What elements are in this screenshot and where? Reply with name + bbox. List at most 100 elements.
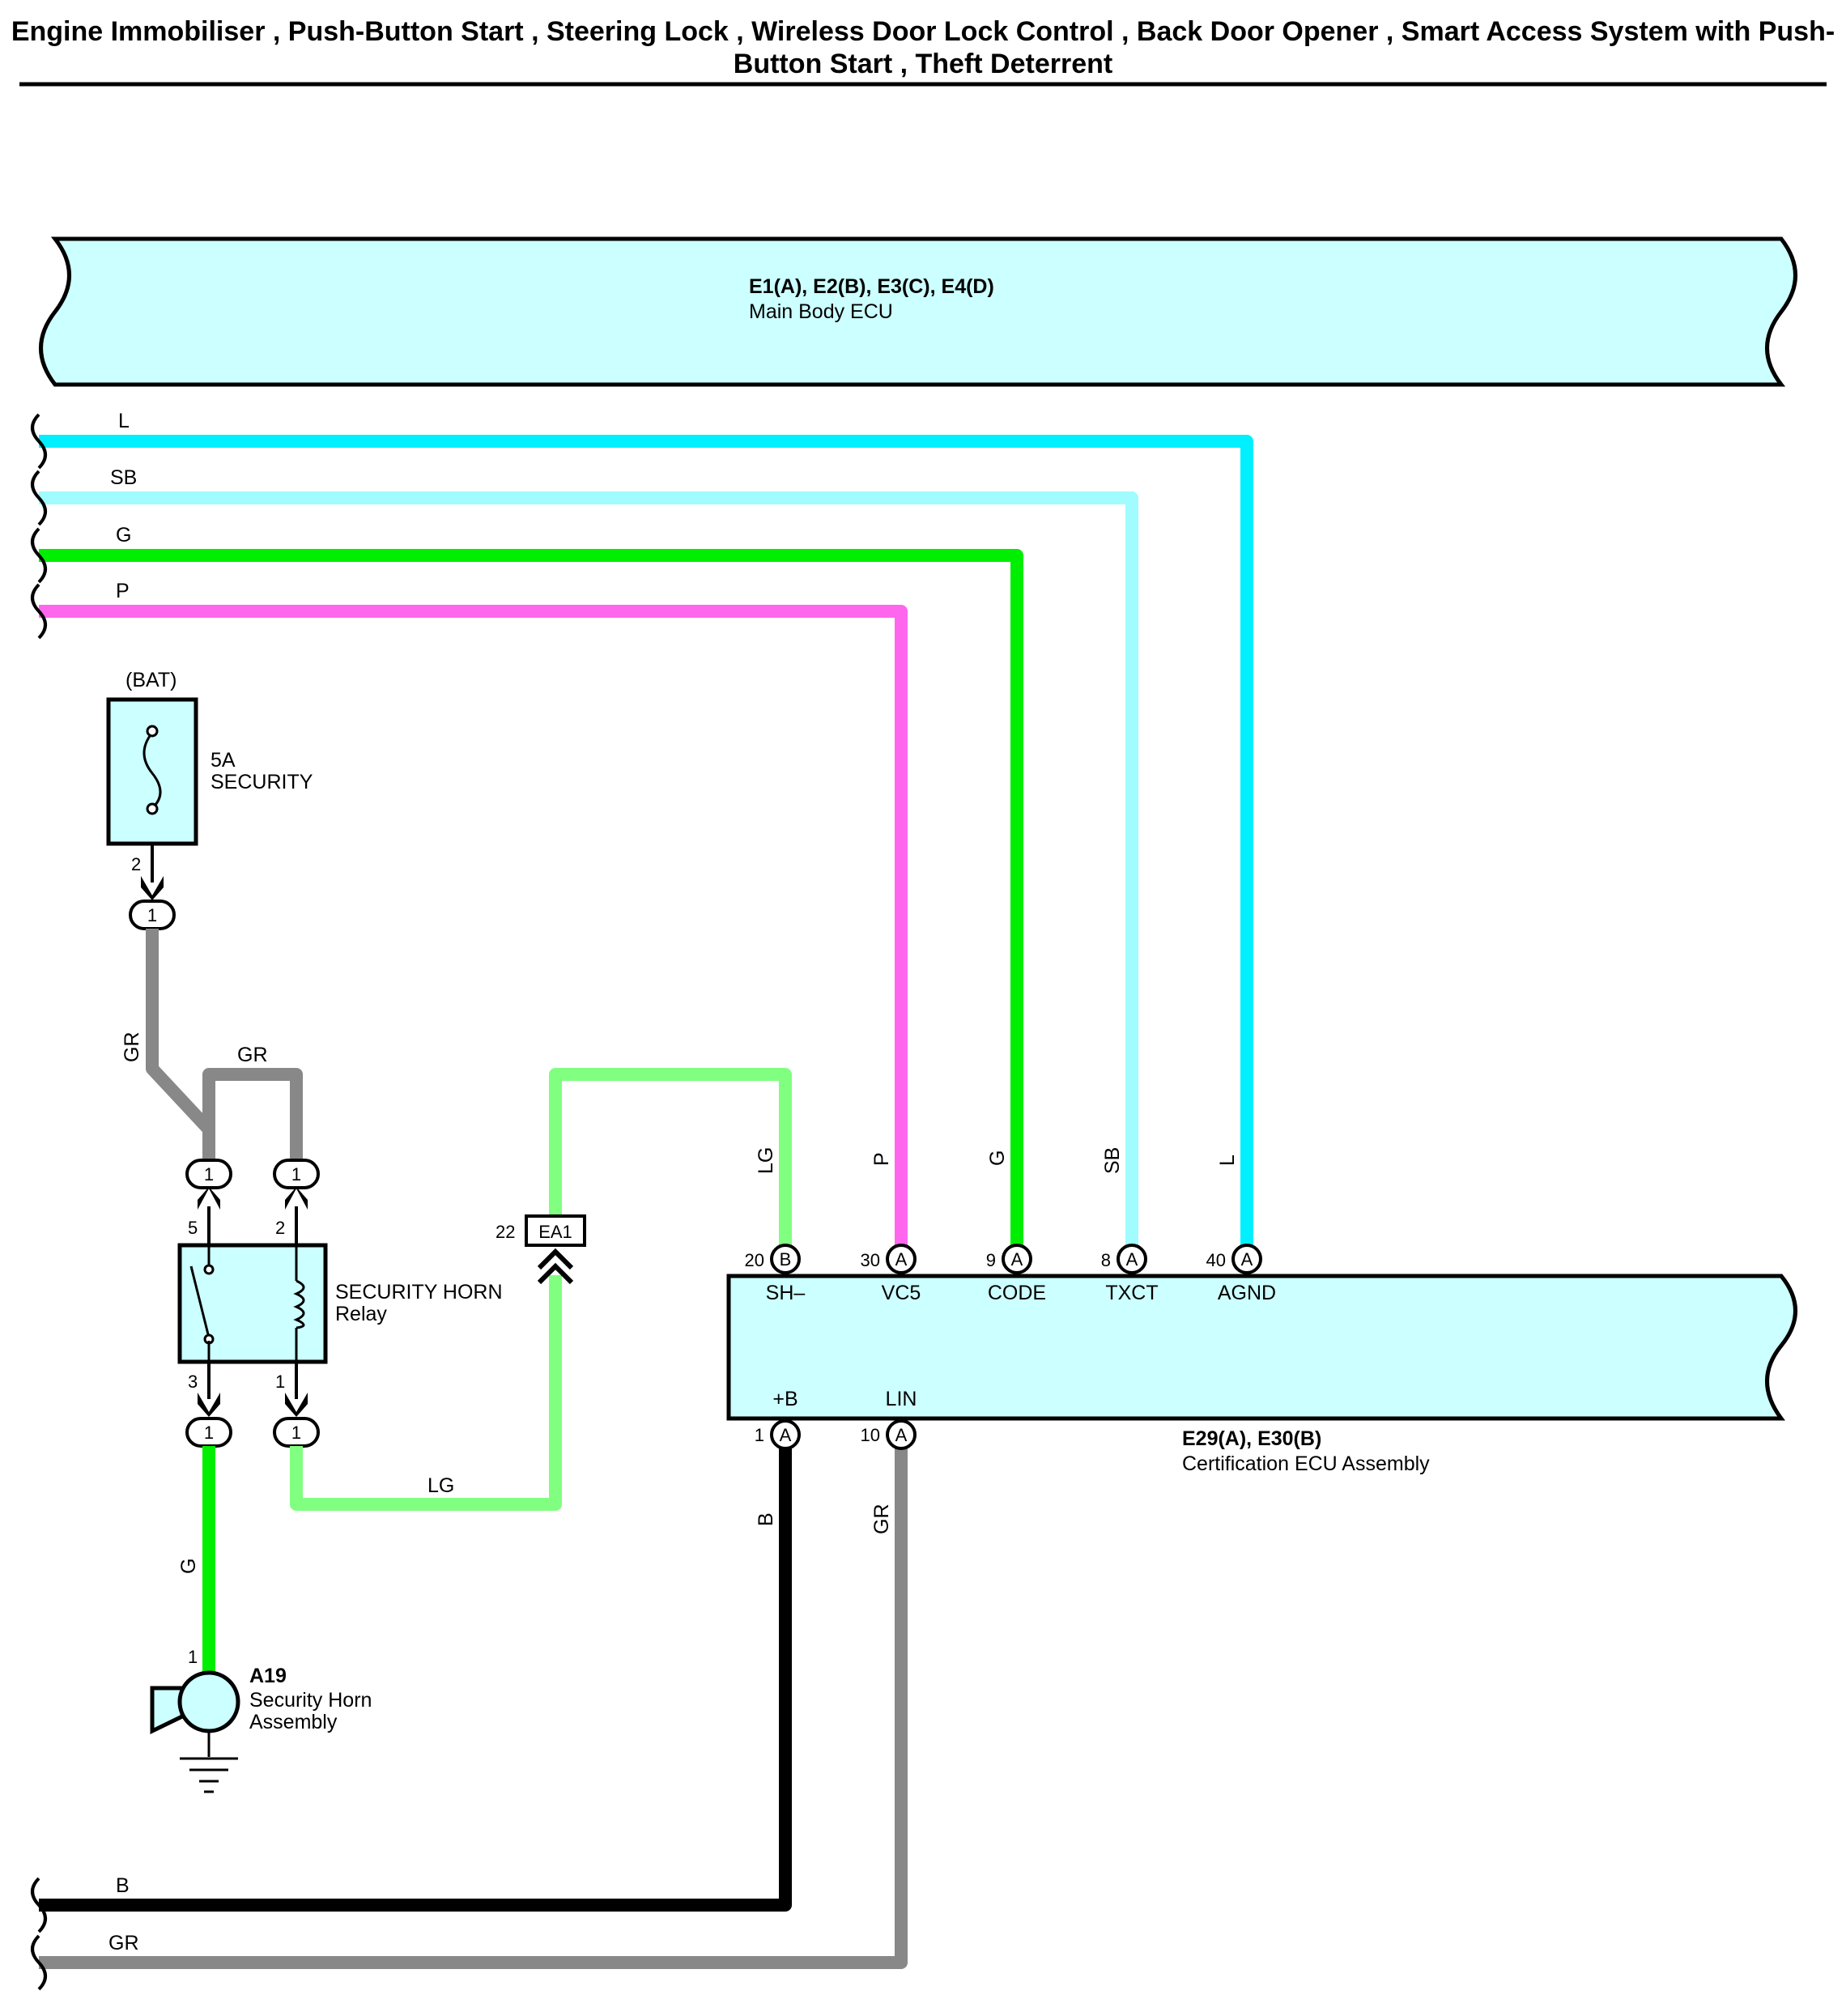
junction-ea1-box (525, 1214, 586, 1247)
horn-name-line1: Security Horn (249, 1689, 372, 1712)
relay-arrow-1 (285, 1393, 308, 1417)
horn-bell (150, 1686, 185, 1734)
cert-ecu-pin-40-conn: A (1241, 1249, 1253, 1270)
wire-b (39, 1435, 792, 1912)
relay-name-line2: Relay (335, 1303, 387, 1325)
cert-ecu-pin-30-conn: A (895, 1249, 908, 1270)
horn-name-line2: Assembly (249, 1711, 338, 1733)
cert-ecu-signal-code: CODE (988, 1282, 1046, 1304)
fuse-connector-pin: 1 (147, 905, 157, 925)
wire-l (39, 435, 1253, 1259)
cert-ecu-pin-20: B 20 SH– (745, 1244, 806, 1304)
break-mark-sb (31, 470, 47, 526)
diagram-title-line2: Button Start , Theft Deterrent (734, 49, 1112, 79)
cert-ecu-pin-40: A 40 AGND (1206, 1244, 1276, 1304)
relay-connector-3-pin: 1 (204, 1423, 214, 1443)
wire-label-g-horn: G (177, 1559, 200, 1574)
relay-connector-1-pin: 1 (291, 1423, 301, 1443)
cert-ecu-connectors: E29(A), E30(B) (1182, 1427, 1321, 1450)
cert-ecu-pin-9-num: 9 (986, 1250, 996, 1270)
wire-label-gr: GR (108, 1932, 139, 1954)
horn-pin: 1 (188, 1647, 198, 1667)
wire-label-p: P (116, 580, 130, 602)
cert-ecu-pin-8-conn: A (1126, 1249, 1138, 1270)
relay-arrow-3 (198, 1393, 220, 1417)
wire-label-gr-vertical: GR (870, 1504, 893, 1535)
fuse-connector-arrow (141, 876, 164, 900)
junction-ea1-pin: 22 (496, 1222, 515, 1242)
cert-ecu-signal-lin: LIN (886, 1388, 917, 1410)
cert-ecu-signal-vc5: VC5 (882, 1282, 921, 1304)
cert-ecu-pin-10: LIN A 10 (861, 1388, 917, 1450)
cert-ecu-signal-sh: SH– (766, 1282, 806, 1304)
wire-label-sb: SB (110, 466, 137, 489)
relay-pin-5: 5 (188, 1218, 198, 1238)
fuse-rating: 5A (211, 749, 236, 772)
cert-ecu-pin-40-num: 40 (1206, 1250, 1226, 1270)
wire-label-sb-vertical: SB (1101, 1147, 1124, 1174)
cert-ecu-signal-agnd: AGND (1218, 1282, 1276, 1304)
relay-connector-5-pin: 1 (204, 1164, 214, 1185)
cert-ecu-box (726, 1274, 1797, 1421)
wire-label-p-vertical: P (870, 1152, 893, 1166)
relay-connector-2-pin: 1 (291, 1164, 301, 1185)
break-mark-g (31, 527, 47, 584)
cert-ecu-signal-txct: TXCT (1105, 1282, 1158, 1304)
relay-arrow-2 (285, 1187, 308, 1210)
cert-ecu-pin-1-num: 1 (755, 1425, 764, 1445)
relay-pin-2: 2 (275, 1218, 285, 1238)
main-body-ecu-name: Main Body ECU (749, 300, 893, 323)
relay-arrow-5 (198, 1187, 220, 1210)
cert-ecu-pin-20-num: 20 (745, 1250, 764, 1270)
cert-ecu-signal-b-plus: +B (772, 1388, 798, 1410)
wire-gr-fuse-relay (146, 929, 215, 1160)
wire-label-lg-ecu: LG (755, 1147, 777, 1174)
wire-label-lg-relay: LG (427, 1474, 454, 1497)
fuse-terminal-top (146, 725, 159, 738)
wire-label-b: B (116, 1874, 130, 1897)
break-mark-p (31, 583, 47, 640)
cert-ecu-pin-8: A 8 TXCT (1101, 1244, 1159, 1304)
junction-ea1-chevron (537, 1248, 574, 1285)
cert-ecu-pin-9: A 9 CODE (986, 1244, 1046, 1304)
break-mark-b (31, 1877, 47, 1933)
wire-p (39, 605, 908, 1259)
cert-ecu-pin-10-conn: A (895, 1425, 908, 1445)
cert-ecu-pin-1-conn: A (780, 1425, 792, 1445)
wire-label-b-vertical: B (755, 1512, 777, 1526)
wire-lg-relay-junction (290, 1275, 562, 1511)
cert-ecu-pin-20-conn: B (780, 1249, 792, 1270)
wire-label-g: G (116, 524, 131, 547)
horn-body (177, 1670, 240, 1733)
cert-ecu-pin-30: A 30 VC5 (861, 1244, 921, 1304)
cert-ecu-pin-30-num: 30 (861, 1250, 880, 1270)
cert-ecu-name: Certification ECU Assembly (1182, 1452, 1430, 1475)
diagram-title-line1: Engine Immobiliser , Push-Button Start ,… (11, 16, 1835, 47)
cert-ecu-pin-9-conn: A (1011, 1249, 1023, 1270)
wire-lg-junction-ecu (549, 1068, 792, 1259)
horn-id: A19 (249, 1665, 287, 1687)
relay-pin-3: 3 (188, 1372, 198, 1392)
fuse-source-label: (BAT) (125, 669, 177, 691)
wire-gr-bridge (202, 1068, 303, 1160)
cert-ecu-pin-8-num: 8 (1101, 1250, 1111, 1270)
wire-label-l-vertical: L (1216, 1155, 1239, 1166)
relay-pin-1: 1 (275, 1372, 285, 1392)
fuse-name: SECURITY (211, 771, 313, 793)
relay-name-line1: SECURITY HORN (335, 1281, 503, 1304)
wire-g (39, 549, 1023, 1259)
cert-ecu-pin-1: +B A 1 (755, 1388, 801, 1450)
relay-switch-blade (189, 1265, 211, 1338)
relay-coil (293, 1279, 305, 1329)
wire-label-g-vertical: G (986, 1150, 1009, 1166)
fuse-element (142, 732, 162, 810)
wire-sb (39, 491, 1138, 1259)
wire-gr-lin (39, 1435, 908, 1969)
wire-label-l: L (118, 410, 130, 432)
wire-label-gr-fuse: GR (121, 1032, 143, 1063)
cert-ecu-pin-10-num: 10 (861, 1425, 880, 1445)
main-body-ecu-box (39, 236, 1797, 387)
junction-ea1-id: EA1 (538, 1222, 572, 1242)
break-mark-gr (31, 1934, 47, 1991)
